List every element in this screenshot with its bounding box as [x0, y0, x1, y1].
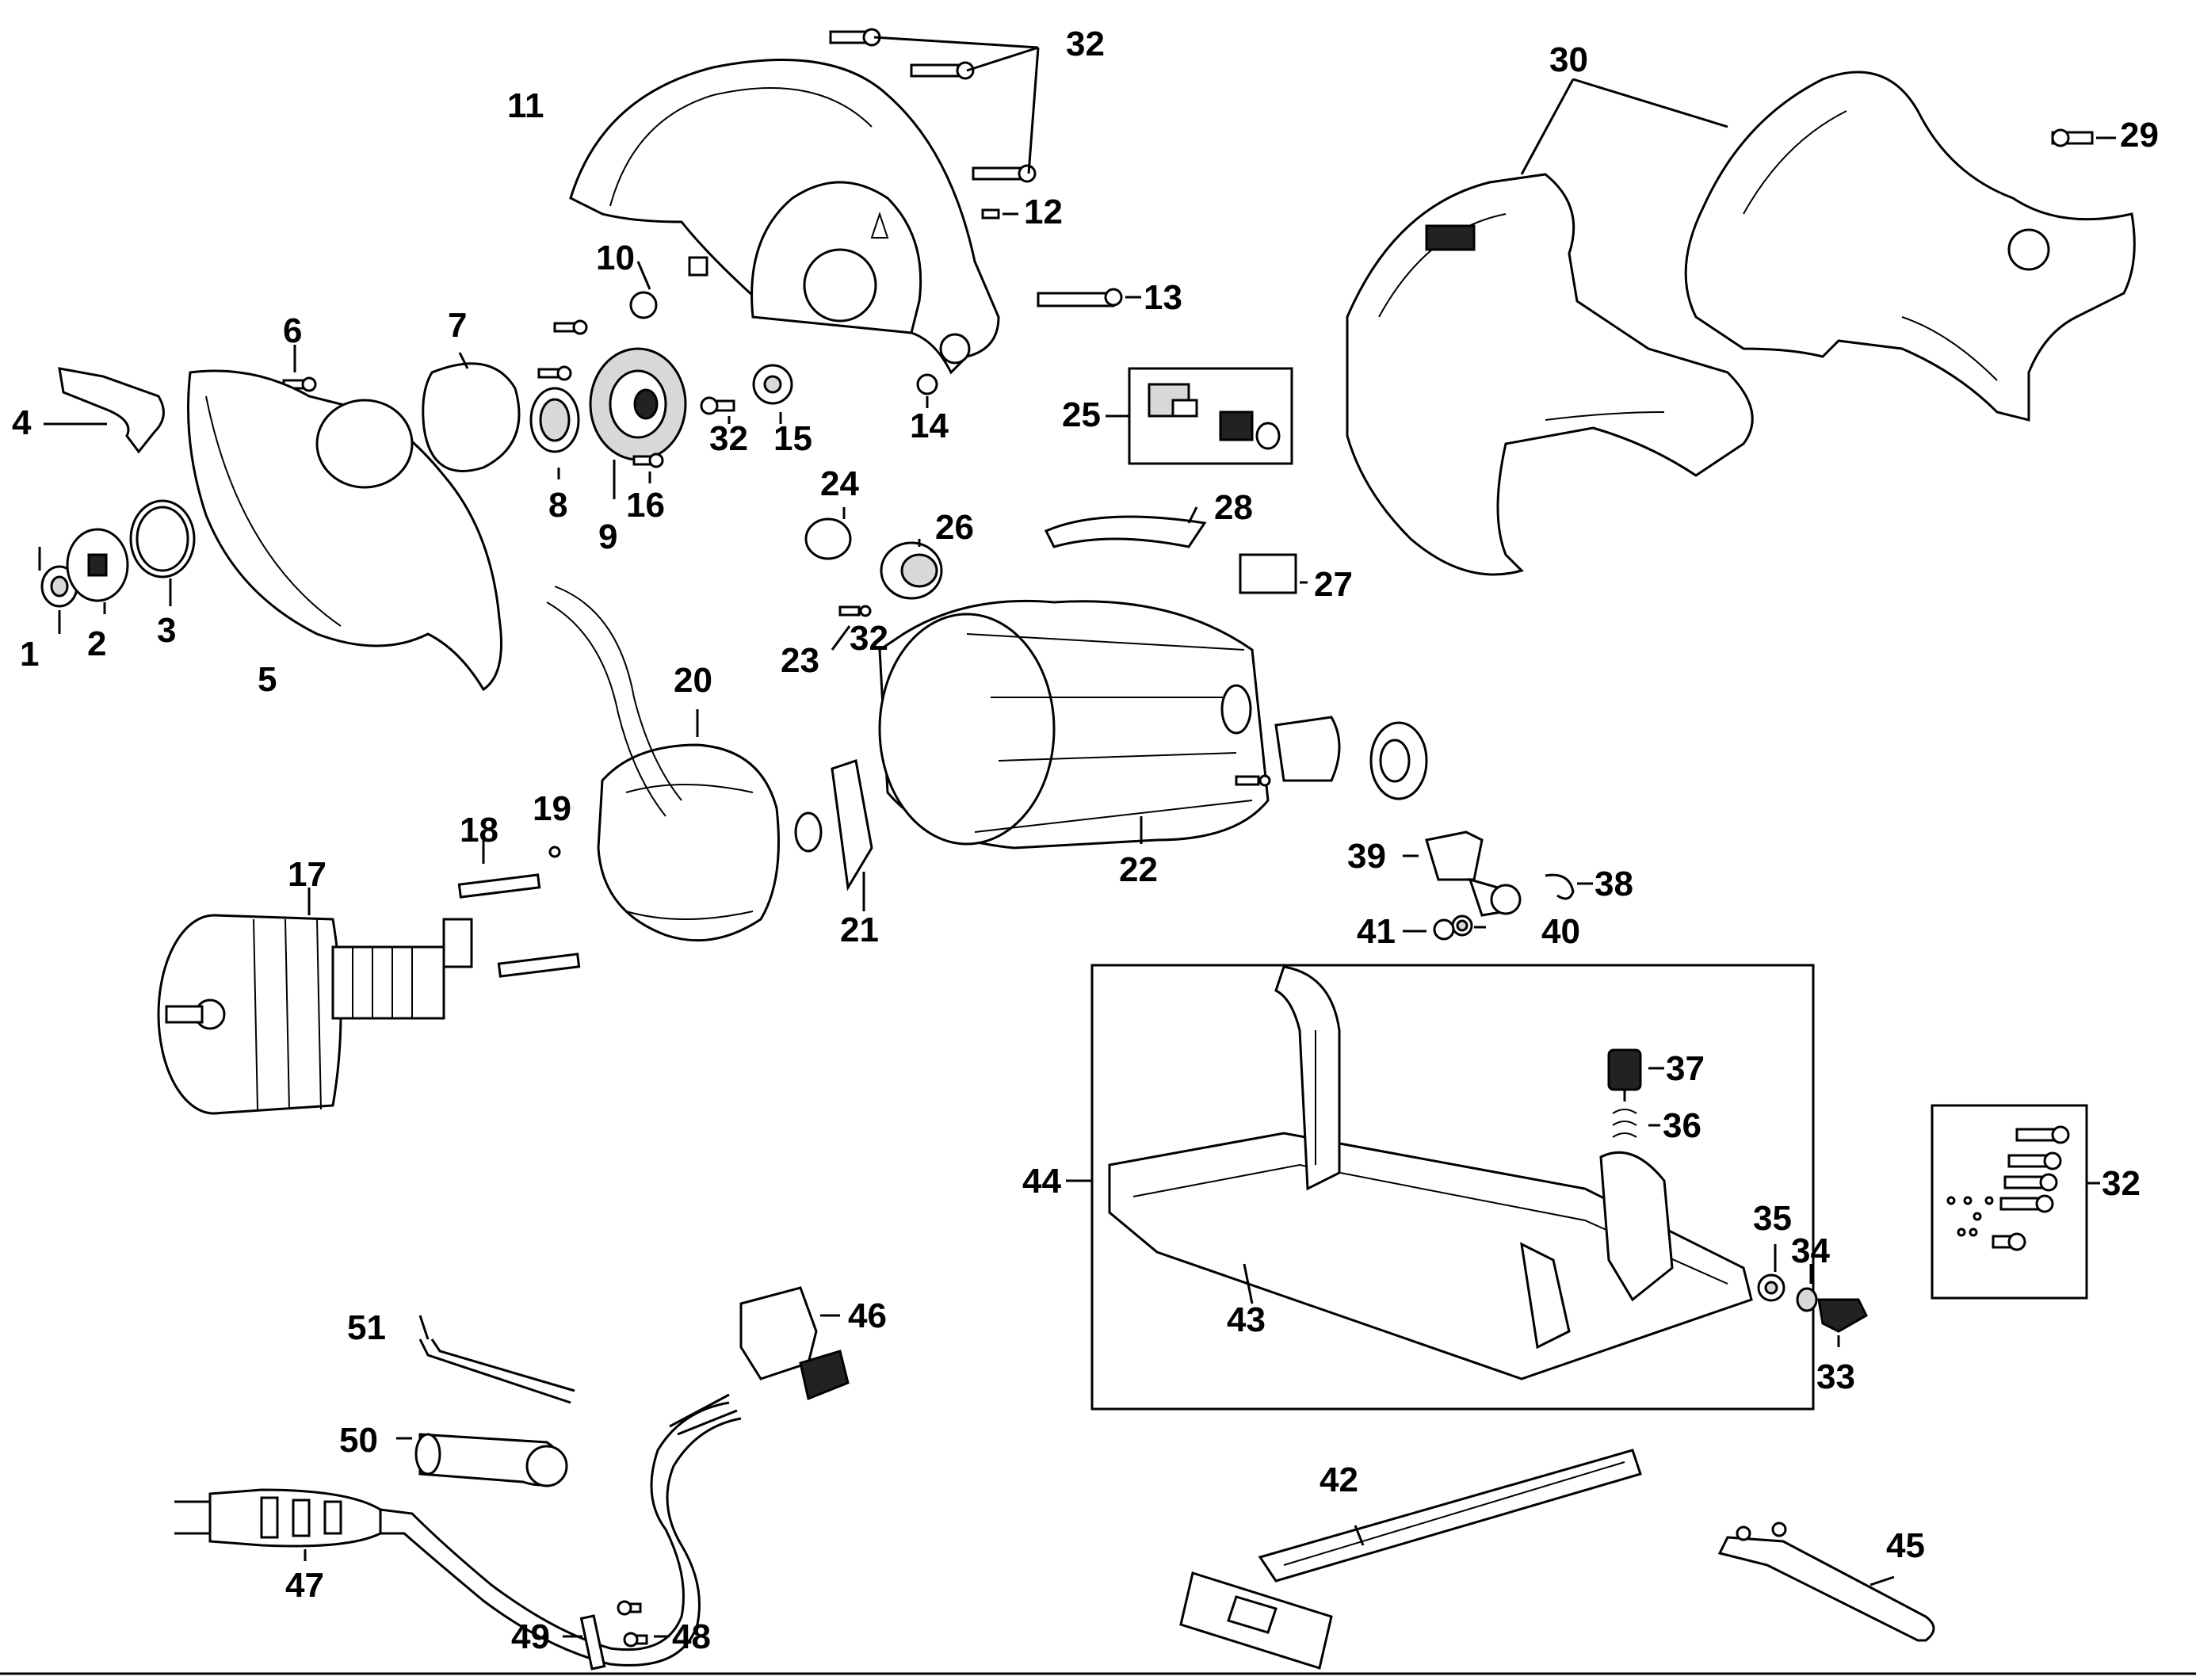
label-49: 49 — [511, 1617, 550, 1656]
screws-top — [829, 28, 1141, 408]
label-29: 29 — [2120, 116, 2159, 155]
screw-kit-box — [1931, 1104, 2100, 1300]
label-30: 30 — [1549, 40, 1588, 79]
label-25: 25 — [1062, 395, 1101, 434]
base-plate-box — [1066, 964, 1868, 1411]
label-2: 2 — [87, 624, 106, 663]
label-32-washer: 32 — [709, 419, 748, 458]
label-14: 14 — [910, 407, 949, 445]
label-26: 26 — [935, 508, 974, 547]
label-23: 23 — [781, 641, 819, 680]
label-36: 36 — [1663, 1106, 1701, 1145]
label-17: 17 — [288, 855, 327, 894]
label-35: 35 — [1753, 1199, 1792, 1238]
part-number-labels: 1 2 3 4 5 6 7 8 9 10 11 12 13 14 15 16 1… — [12, 25, 2159, 1656]
label-43: 43 — [1227, 1300, 1266, 1339]
label-8: 8 — [548, 486, 567, 525]
label-22: 22 — [1119, 850, 1158, 889]
label-47: 47 — [285, 1566, 324, 1605]
label-15: 15 — [773, 419, 812, 458]
label-27: 27 — [1314, 565, 1353, 604]
label-4: 4 — [12, 403, 32, 442]
label-32-top: 32 — [1066, 25, 1105, 63]
cord-switch-assembly — [174, 1286, 850, 1670]
label-34: 34 — [1791, 1231, 1830, 1270]
motor-assembly — [157, 586, 873, 1115]
label-24: 24 — [820, 464, 859, 503]
label-6: 6 — [283, 311, 302, 350]
label-19: 19 — [533, 789, 571, 828]
label-21: 21 — [840, 911, 879, 949]
label-51: 51 — [347, 1308, 386, 1347]
rip-fence-and-wrench — [1179, 1449, 1935, 1670]
label-18: 18 — [460, 811, 498, 850]
label-28: 28 — [1214, 488, 1253, 527]
lower-guard-assembly — [38, 367, 502, 692]
label-42: 42 — [1320, 1460, 1358, 1499]
label-46: 46 — [848, 1296, 887, 1335]
label-41: 41 — [1357, 912, 1396, 951]
label-33: 33 — [1816, 1357, 1855, 1396]
brush-kit — [1106, 367, 1293, 465]
label-40: 40 — [1541, 912, 1580, 951]
label-48: 48 — [672, 1617, 711, 1656]
motor-housing — [804, 506, 1428, 850]
upper-blade-guard — [569, 59, 1000, 375]
label-1: 1 — [20, 635, 39, 674]
label-50: 50 — [339, 1421, 378, 1460]
label-20: 20 — [674, 661, 712, 700]
label-32-screw: 32 — [850, 619, 888, 658]
arbor-assembly — [282, 261, 793, 499]
label-5: 5 — [258, 660, 277, 699]
label-10: 10 — [596, 239, 635, 277]
label-32-kit: 32 — [2102, 1164, 2141, 1203]
label-7: 7 — [448, 306, 467, 345]
bevel-lock-parts — [1403, 830, 1593, 941]
label-11: 11 — [507, 86, 544, 125]
label-13: 13 — [1144, 278, 1182, 317]
handle-assembly — [1346, 71, 2136, 576]
label-38: 38 — [1594, 865, 1633, 903]
label-45: 45 — [1886, 1526, 1925, 1565]
label-16: 16 — [626, 486, 665, 525]
label-39: 39 — [1347, 837, 1386, 876]
label-9: 9 — [598, 517, 617, 556]
label-3: 3 — [157, 611, 176, 650]
label-37: 37 — [1666, 1049, 1705, 1088]
label-12: 12 — [1024, 193, 1063, 231]
label-44: 44 — [1022, 1162, 1061, 1201]
